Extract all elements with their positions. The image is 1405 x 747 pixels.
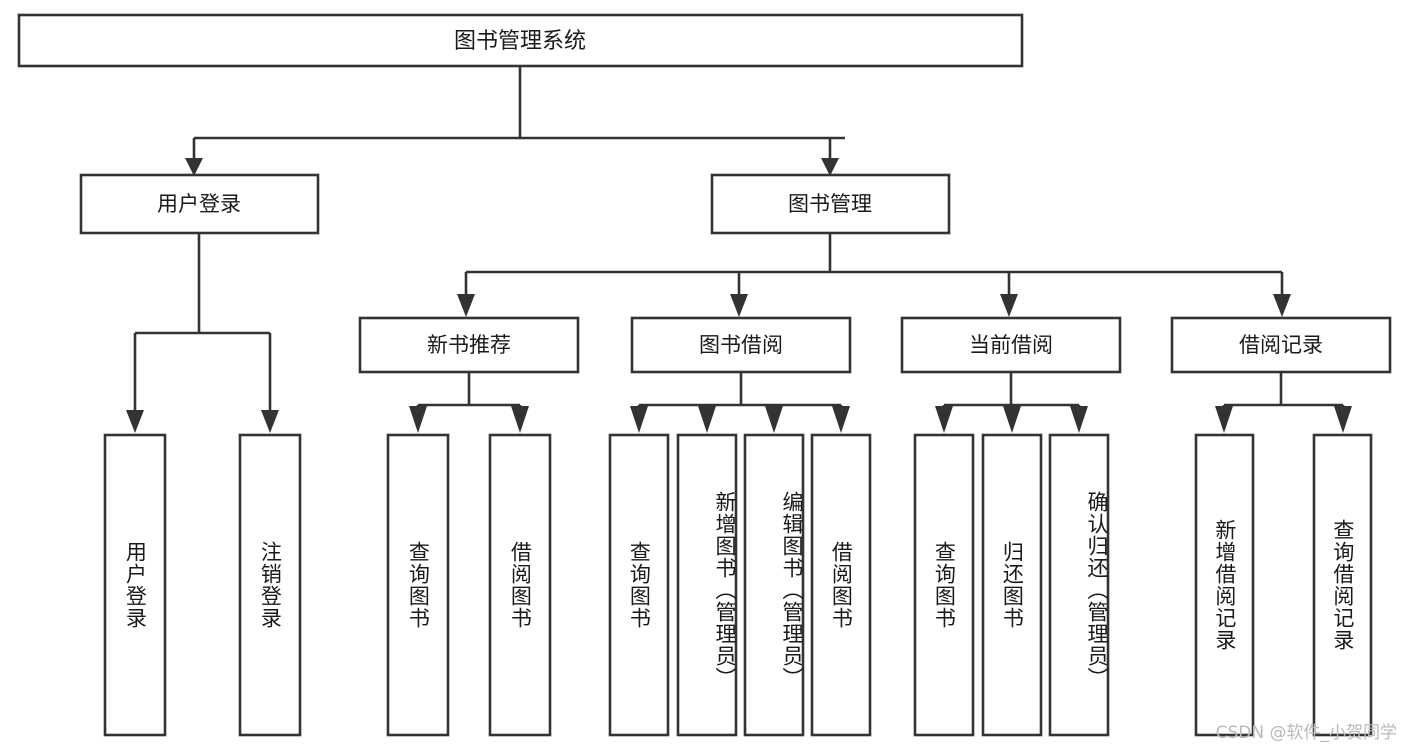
arrow-to-leaf-user-logout [261, 410, 279, 433]
leaf-query-record-box[interactable] [1312, 433, 1373, 737]
node-book-borrow[interactable]: 图书借阅 [630, 316, 852, 374]
arrow-to-new-book-recommend [457, 294, 475, 317]
node-current-borrow[interactable]: 当前借阅 [900, 316, 1122, 374]
node-user-login-label: 用户登录 [157, 192, 241, 216]
arrow-to-leaf-borrow-book-1 [511, 406, 529, 433]
arrow-to-leaf-edit-book [765, 406, 783, 433]
node-borrow-record[interactable]: 借阅记录 [1170, 316, 1392, 374]
arrow-to-current-borrow [1000, 294, 1018, 317]
arrow-to-leaf-borrow-book-2 [832, 406, 850, 433]
node-book-manage[interactable]: 图书管理 [710, 173, 951, 235]
node-user-login[interactable]: 用户登录 [79, 173, 320, 235]
node-borrow-record-box[interactable] [1170, 316, 1392, 374]
node-user-login-box[interactable] [79, 173, 320, 235]
node-root-label: 图书管理系统 [454, 29, 586, 54]
arrow-to-user-login [185, 158, 203, 176]
node-book-borrow-box[interactable] [630, 316, 852, 374]
arrow-to-leaf-add-book [698, 406, 716, 433]
leaf-add-record-box[interactable] [1194, 433, 1255, 737]
node-new-book-recommend[interactable]: 新书推荐 [358, 316, 580, 374]
arrow-to-leaf-query-book-3 [935, 406, 953, 433]
node-current-borrow-label: 当前借阅 [969, 333, 1053, 357]
arrow-to-book-borrow [730, 294, 748, 317]
node-book-manage-label: 图书管理 [788, 192, 872, 216]
node-current-borrow-box[interactable] [900, 316, 1122, 374]
node-borrow-record-label: 借阅记录 [1239, 333, 1323, 357]
leaf-layer [103, 433, 1373, 737]
leaf-edit-book-box[interactable] [743, 433, 805, 737]
leaf-borrow-book-2-box[interactable] [810, 433, 872, 737]
leaf-confirm-return-box[interactable] [1048, 433, 1110, 737]
leaf-add-book-box[interactable] [676, 433, 738, 737]
arrow-to-book-manage [821, 158, 839, 176]
leaf-user-login-box[interactable] [103, 433, 167, 737]
csdn-watermark: CSDN @软件_小贺同学 [1215, 723, 1397, 743]
leaf-user-logout-box[interactable] [238, 433, 302, 737]
node-new-book-recommend-label: 新书推荐 [427, 333, 511, 357]
node-book-borrow-label: 图书借阅 [699, 333, 783, 357]
arrow-to-leaf-query-book-1 [409, 406, 427, 433]
leaf-return-book-box[interactable] [981, 433, 1043, 737]
arrow-to-leaf-user-login [126, 410, 144, 433]
node-book-manage-box[interactable] [710, 173, 951, 235]
arrow-to-leaf-return-book [1003, 406, 1021, 433]
leaf-query-book-3-box[interactable] [913, 433, 975, 737]
node-root[interactable]: 图书管理系统 [17, 13, 1024, 68]
arrow-to-leaf-add-record [1215, 406, 1233, 433]
node-root-box[interactable] [17, 13, 1024, 68]
node-new-book-recommend-box[interactable] [358, 316, 580, 374]
leaf-query-book-2-box[interactable] [608, 433, 670, 737]
leaf-borrow-book-1-box[interactable] [488, 433, 552, 737]
arrow-to-leaf-confirm-return [1070, 406, 1088, 433]
leaf-query-book-1-box[interactable] [386, 433, 450, 737]
arrow-to-leaf-query-book-2 [630, 406, 648, 433]
arrow-to-leaf-query-record [1334, 406, 1352, 433]
arrow-to-borrow-record [1273, 294, 1291, 317]
connector-layer [126, 66, 1352, 433]
